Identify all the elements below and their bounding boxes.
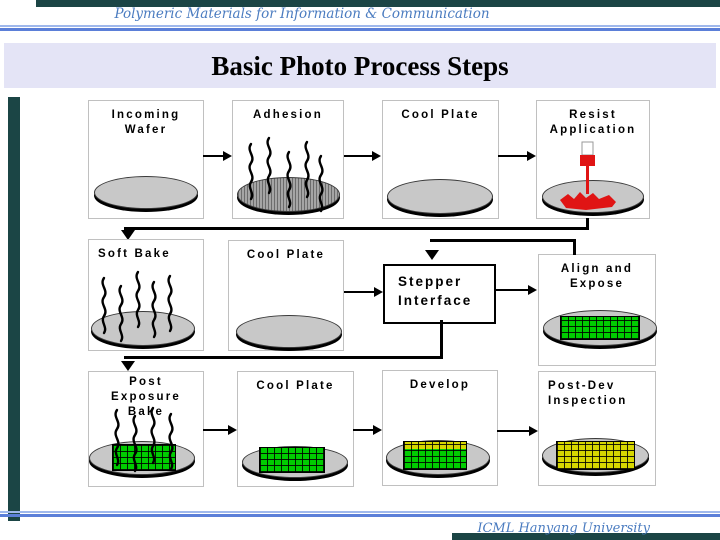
flow-arrow <box>344 287 383 297</box>
connector-line <box>124 356 443 359</box>
flow-arrow <box>498 151 536 161</box>
resist-dispenser-icon <box>560 141 616 210</box>
exposed-pattern-icon <box>556 441 635 470</box>
polymer-chains-icon <box>101 270 173 343</box>
arrowhead-icon <box>121 230 135 240</box>
flow-arrow <box>203 151 232 161</box>
flow-arrow <box>344 151 381 161</box>
box-label: Post-Dev Inspection <box>548 380 628 407</box>
page-title: Basic Photo Process Steps <box>211 51 509 81</box>
connector-line <box>124 227 589 230</box>
flow-arrow <box>203 425 237 435</box>
title-band: Basic Photo Process Steps <box>4 43 716 88</box>
left-accent-bar <box>8 97 20 521</box>
box-label: Adhesion <box>253 109 323 121</box>
wafer-icon <box>236 315 342 348</box>
exposed-pattern-icon <box>259 447 325 473</box>
flow-arrow <box>497 426 538 436</box>
box-label: Align and Expose <box>560 263 634 290</box>
connector-line <box>430 239 576 242</box>
header-course-title: Polymeric Materials for Information & Co… <box>114 6 490 22</box>
box-label: Cool Plate <box>256 380 335 392</box>
connector-line <box>573 241 576 255</box>
header-rule-dark <box>0 28 720 31</box>
box-label: Cool Plate <box>246 249 326 261</box>
wafer-icon <box>94 176 198 209</box>
polymer-chains-icon <box>114 406 174 473</box>
box-label: Resist Application <box>549 109 637 136</box>
footer-affiliation: ICML Hanyang University <box>477 521 650 536</box>
exposed-pattern-icon <box>403 441 467 470</box>
box-label: Soft Bake <box>98 248 171 260</box>
box-label: Incoming Wafer <box>111 109 181 136</box>
polymer-chains-icon <box>248 136 324 213</box>
top-accent-bar <box>36 0 720 7</box>
box-label: Develop <box>409 379 471 391</box>
bottom-accent-bar <box>452 533 720 540</box>
flow-arrow <box>494 285 537 295</box>
arrowhead-icon <box>121 361 135 371</box>
connector-line <box>440 320 443 359</box>
box-stepper-interface: Stepper Interface <box>383 264 496 324</box>
box-label: Stepper Interface <box>398 274 473 308</box>
arrowhead-icon <box>425 250 439 260</box>
box-label: Cool Plate <box>401 109 480 121</box>
wafer-icon <box>387 179 493 214</box>
footer-rule-light <box>0 511 720 513</box>
exposed-pattern-icon <box>112 444 176 471</box>
connector-line <box>586 218 589 230</box>
header-rule-light <box>0 25 720 27</box>
flow-arrow <box>353 425 382 435</box>
exposed-pattern-icon <box>560 316 640 340</box>
footer-rule-dark <box>0 514 720 517</box>
wafer-icon <box>91 311 195 346</box>
